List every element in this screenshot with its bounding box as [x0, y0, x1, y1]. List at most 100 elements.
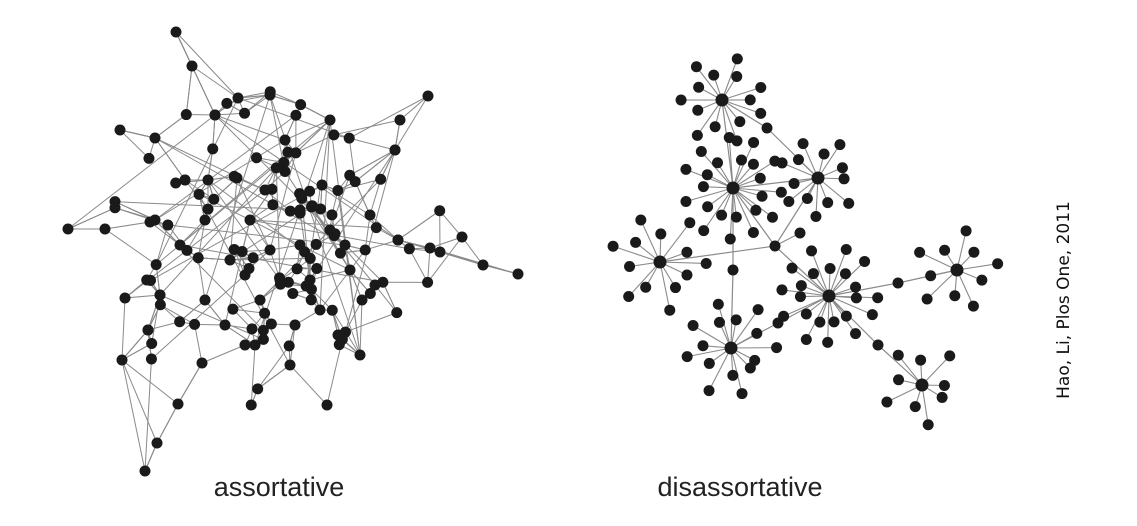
node	[456, 231, 468, 243]
edge	[828, 249, 847, 297]
leaf-node	[687, 320, 699, 332]
node	[324, 114, 336, 126]
leaf-node	[709, 121, 721, 133]
node	[392, 234, 404, 246]
node	[305, 294, 317, 306]
leaf-node	[750, 204, 762, 216]
leaf-node	[967, 300, 979, 312]
edge	[159, 294, 264, 340]
node	[228, 170, 240, 182]
edge	[349, 137, 396, 151]
edge	[345, 312, 397, 333]
leaf-node	[697, 340, 709, 352]
hub-node	[715, 93, 729, 107]
node	[257, 324, 269, 336]
edge	[212, 114, 216, 149]
edge	[269, 152, 297, 251]
relay-node	[761, 122, 773, 134]
leaf-node	[681, 351, 693, 363]
leaf-node	[703, 385, 715, 397]
edge	[354, 149, 396, 182]
node	[143, 152, 155, 164]
edge	[226, 94, 271, 104]
leaf-node	[776, 284, 788, 296]
relay-node	[872, 339, 884, 351]
node	[264, 86, 276, 98]
edge	[319, 119, 331, 311]
node	[434, 205, 446, 217]
edge	[374, 284, 398, 313]
leaf-node	[843, 197, 855, 209]
edge	[926, 269, 958, 300]
leaf-node	[748, 136, 760, 148]
edge	[394, 95, 429, 151]
edge	[354, 181, 371, 216]
node	[227, 303, 239, 315]
node	[259, 307, 271, 319]
node	[170, 26, 182, 38]
node	[289, 319, 301, 331]
leaf-node	[834, 139, 846, 151]
edge	[194, 324, 203, 364]
node	[180, 109, 192, 121]
leaf-node	[734, 116, 746, 128]
node	[119, 292, 131, 304]
leaf-node	[800, 333, 812, 345]
leaf-node	[680, 163, 692, 175]
edge	[348, 95, 429, 139]
edge	[696, 99, 723, 136]
leaf-node	[731, 53, 743, 65]
edge	[300, 104, 331, 121]
node	[146, 337, 158, 349]
node	[304, 185, 316, 197]
leaf-node	[723, 132, 735, 144]
edge	[121, 329, 149, 361]
node	[300, 280, 312, 292]
node	[403, 243, 415, 255]
leaf-node	[788, 178, 800, 190]
edge	[156, 403, 179, 444]
edge	[811, 250, 830, 297]
leaf-node	[892, 349, 904, 361]
edge	[732, 187, 782, 193]
edge	[254, 119, 331, 346]
edge	[159, 167, 277, 296]
edge	[721, 99, 734, 189]
edge	[67, 114, 216, 230]
edge	[429, 236, 463, 249]
node	[359, 244, 371, 256]
leaf-node	[922, 419, 934, 431]
leaf-node	[607, 240, 619, 252]
leaf-node	[795, 280, 807, 292]
leaf-node	[713, 316, 725, 328]
leaf-node	[701, 169, 713, 181]
edge	[257, 364, 291, 390]
edge	[783, 295, 830, 317]
leaf-node	[976, 274, 988, 286]
node	[150, 259, 162, 271]
node	[349, 176, 361, 188]
assortative-caption: assortative	[213, 472, 345, 502]
edge	[730, 347, 743, 394]
leaf-node	[655, 228, 667, 240]
leaf-node	[702, 201, 714, 213]
edge	[344, 149, 396, 333]
node	[62, 223, 74, 235]
edge	[439, 251, 484, 266]
node	[332, 185, 344, 197]
leaf-node	[664, 304, 676, 316]
node	[228, 243, 240, 255]
leaf-node	[938, 379, 950, 391]
node	[219, 319, 231, 331]
leaf-node	[818, 148, 830, 160]
edge	[687, 347, 732, 358]
node	[394, 114, 406, 126]
hub-node	[822, 289, 836, 303]
edge	[730, 309, 759, 349]
node	[144, 216, 156, 228]
edge	[295, 119, 331, 154]
edge	[326, 339, 343, 406]
edge	[119, 129, 150, 159]
node	[249, 339, 261, 351]
leaf-node	[735, 154, 747, 166]
